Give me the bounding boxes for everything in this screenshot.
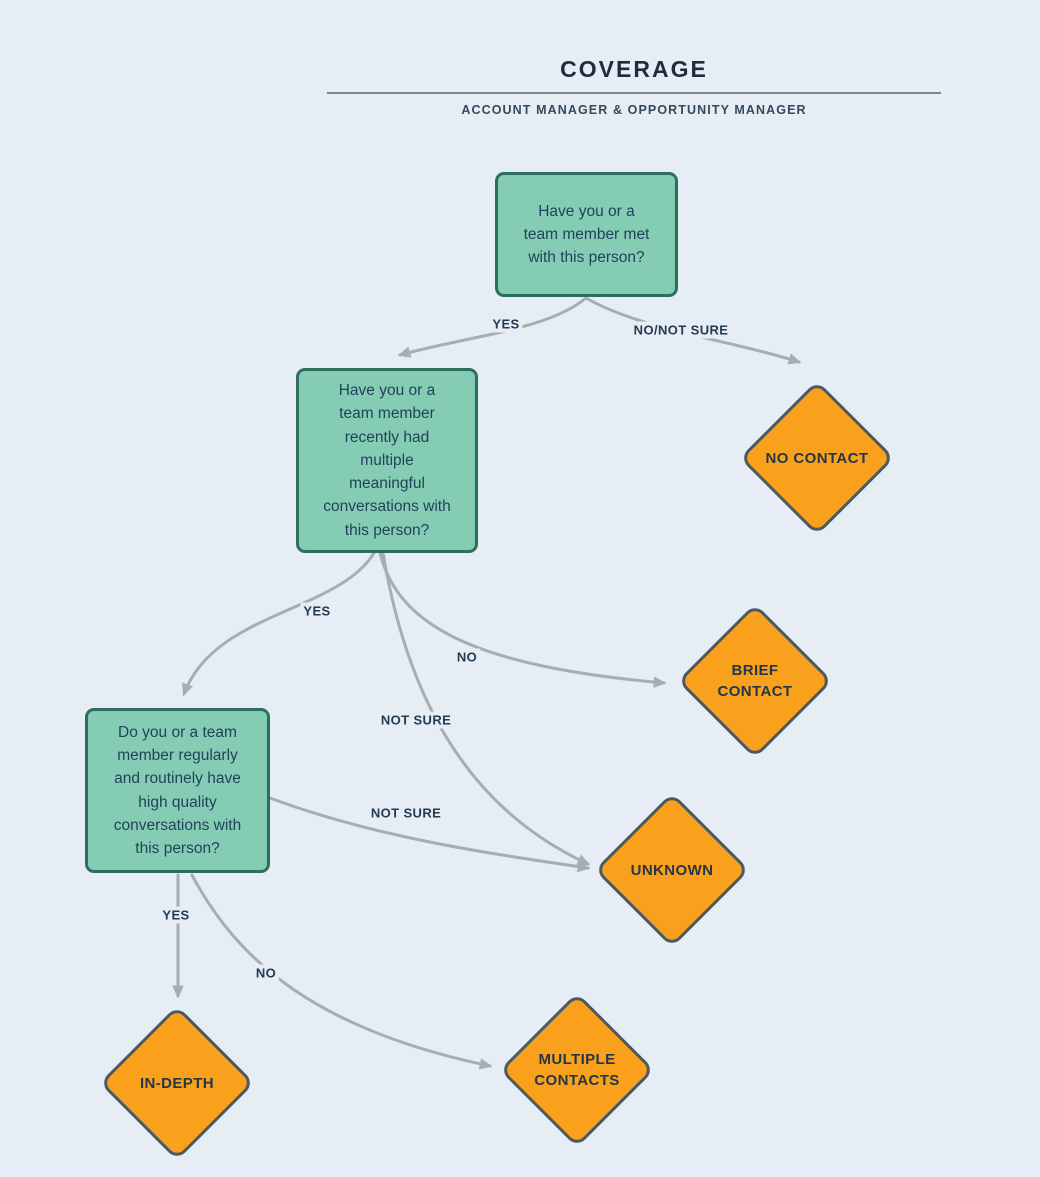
page-title: COVERAGE	[560, 56, 708, 82]
outcome-multiple-contacts-node: MULTIPLE CONTACTS	[499, 992, 655, 1148]
edge-label-q2-yes: YES	[300, 602, 334, 620]
edge-label-q1-yes: YES	[489, 315, 523, 333]
edge-label-q2-not-sure: NOT SURE	[377, 711, 455, 729]
question-regular-conversations-node: Do you or a team member regularly and ro…	[85, 708, 270, 873]
edge-label-q3-no: NO	[252, 964, 280, 982]
outcome-no-contact-node: NO CONTACT	[739, 380, 895, 536]
edge-q2-yes-arrow	[182, 551, 376, 697]
edge-q3-no-arrow	[190, 873, 493, 1070]
header: COVERAGE ACCOUNT MANAGER & OPPORTUNITY M…	[327, 56, 941, 117]
question-met-node: Have you or a team member met with this …	[495, 172, 678, 297]
outcome-unknown-label: UNKNOWN	[630, 861, 714, 879]
edge-label-q3-not-sure: NOT SURE	[367, 804, 445, 822]
edge-label-q3-yes: YES	[159, 906, 193, 924]
edge-q3-not-sure-arrow	[268, 796, 591, 873]
edge-q2-not-sure-arrow	[381, 551, 591, 866]
outcome-brief-contact-node: BRIEF CONTACT	[677, 603, 833, 759]
edge-label-q1-no-not-sure: NO/NOT SURE	[630, 321, 732, 339]
outcome-brief-contact-label: BRIEF CONTACT	[717, 662, 793, 700]
question-recent-conversations-node: Have you or a team member recently had m…	[296, 368, 478, 553]
outcome-multiple-contacts-label: MULTIPLE CONTACTS	[534, 1051, 620, 1089]
outcome-in-depth-node: IN-DEPTH	[99, 1005, 255, 1161]
edge-q2-no-arrow	[378, 551, 667, 688]
outcome-no-contact-label: NO CONTACT	[765, 449, 869, 467]
outcome-unknown-node: UNKNOWN	[594, 792, 750, 948]
edge-label-q2-no: NO	[453, 648, 481, 666]
page-subtitle: ACCOUNT MANAGER & OPPORTUNITY MANAGER	[461, 103, 807, 117]
outcome-in-depth-label: IN-DEPTH	[139, 1074, 215, 1092]
title-divider	[327, 92, 941, 94]
